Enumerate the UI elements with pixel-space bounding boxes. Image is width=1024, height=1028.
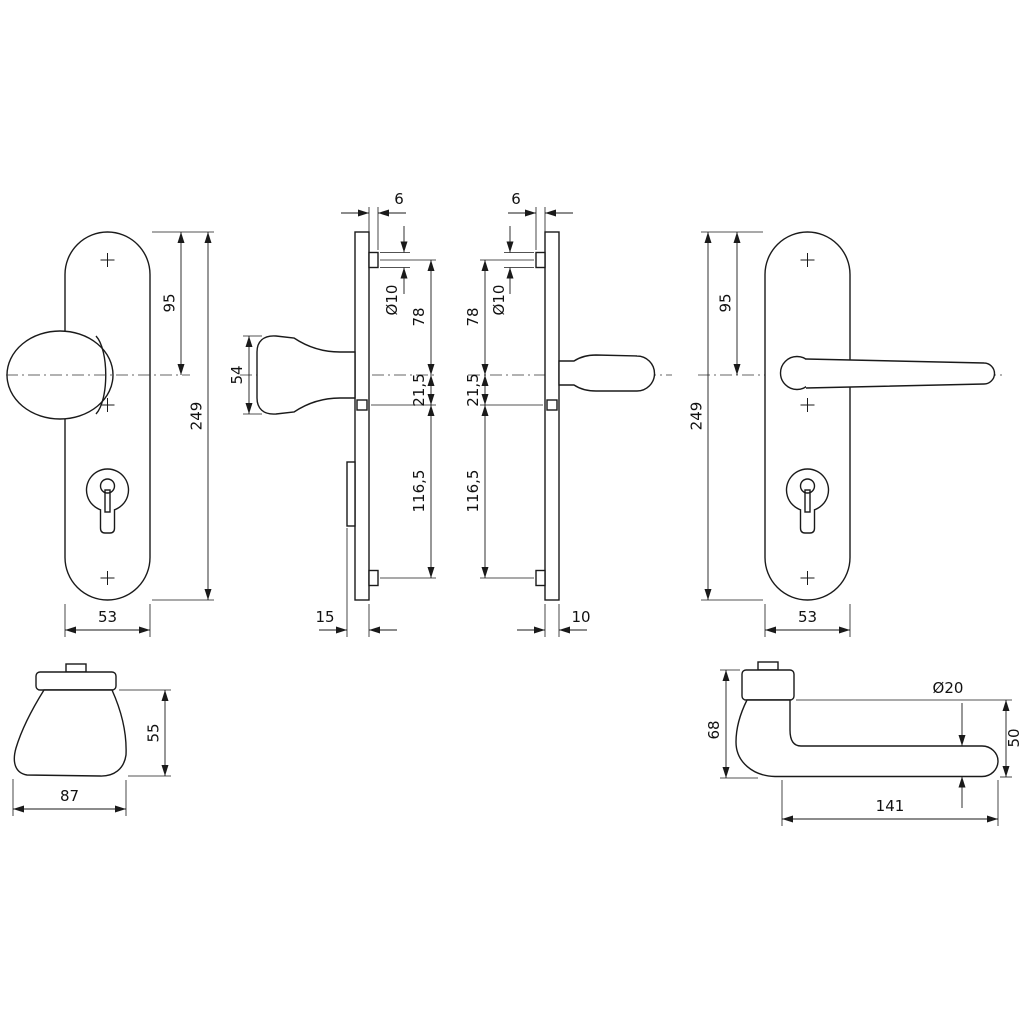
dim-label-15: 15 — [315, 608, 334, 626]
dim-label-10: 10 — [571, 608, 590, 626]
dim-label-78: 78 — [410, 307, 428, 326]
fixing-cross — [100, 398, 115, 412]
plate-side-outline — [354, 231, 370, 601]
dimensions: 95 249 53 — [688, 231, 851, 637]
dim-label-6: 6 — [511, 190, 521, 208]
dimensions: 54 6 Ø10 78 21,5 116,5 — [228, 190, 436, 637]
plate-side-outline — [544, 231, 560, 601]
dim-label-116-5: 116,5 — [464, 470, 482, 513]
fixing-cross — [800, 398, 815, 412]
dim-label-249: 249 — [688, 402, 706, 431]
lever-side-outline — [558, 354, 656, 392]
view-knob-front-plate: 95 249 53 — [6, 231, 214, 637]
dim-label-68: 68 — [705, 720, 723, 739]
euro-cylinder-outline — [785, 468, 830, 534]
screw-cross — [800, 253, 815, 267]
dim-label-6: 6 — [394, 190, 404, 208]
dim-label-21-5: 21,5 — [410, 373, 428, 406]
view-lever-side-profile: 6 Ø10 78 21,5 116,5 10 — [464, 190, 672, 637]
dim-label-87: 87 — [60, 787, 79, 805]
dimensions: 68 50 Ø20 141 — [705, 669, 1023, 826]
euro-cylinder-outline — [85, 468, 130, 534]
view-knob-side-profile: 54 6 Ø10 78 21,5 116,5 — [228, 190, 438, 637]
keyhole — [799, 478, 816, 494]
dim-label-95: 95 — [717, 293, 735, 312]
dimensions: 6 Ø10 78 21,5 116,5 10 — [464, 190, 591, 637]
knob-base-cap — [35, 671, 117, 691]
dim-label-249: 249 — [188, 402, 206, 431]
lever-grip-outline — [805, 358, 996, 389]
screw-head — [368, 251, 379, 269]
lever-base-cap — [741, 669, 795, 701]
keyhole — [99, 478, 116, 494]
screw-head — [535, 251, 546, 269]
dim-label-95: 95 — [161, 293, 179, 312]
dim-label-53: 53 — [798, 608, 817, 626]
dimensions: 95 249 53 — [64, 231, 214, 637]
screw-cross — [800, 571, 815, 585]
dim-label-d10: Ø10 — [490, 285, 508, 316]
screw-cross — [100, 253, 115, 267]
view-knob-bottom-profile: 55 87 — [12, 663, 171, 816]
dim-label-53: 53 — [98, 608, 117, 626]
dim-label-78: 78 — [464, 307, 482, 326]
keyhole-slot — [104, 489, 111, 513]
backplate-outline — [764, 231, 851, 601]
lever-grip-fill — [806, 359, 995, 388]
knob-side-outline — [256, 335, 356, 415]
view-lever-front-plate: 95 249 53 — [688, 231, 1005, 637]
dim-label-54: 54 — [228, 365, 246, 384]
knob-profile-outline — [13, 689, 127, 777]
dimensions: 55 87 — [12, 689, 171, 816]
dim-label-116-5: 116,5 — [410, 470, 428, 513]
dim-label-d20: Ø20 — [933, 679, 964, 697]
view-lever-top-profile: 68 50 Ø20 141 — [705, 661, 1023, 826]
dim-label-50: 50 — [1005, 728, 1023, 747]
cylinder-protrusion — [346, 461, 356, 527]
knob-spindle-nub — [65, 663, 87, 673]
lever-spindle-nub — [757, 661, 779, 671]
fixing-hole — [546, 399, 558, 411]
fixing-hole — [356, 399, 368, 411]
dim-label-21-5: 21,5 — [464, 373, 482, 406]
keyhole-slot — [804, 489, 811, 513]
dim-label-d10: Ø10 — [383, 285, 401, 316]
dim-label-141: 141 — [876, 797, 905, 815]
screw-head — [535, 569, 546, 587]
dim-label-55: 55 — [145, 723, 163, 742]
lever-top-outline — [735, 699, 999, 778]
screw-head — [368, 569, 379, 587]
screw-cross — [100, 571, 115, 585]
